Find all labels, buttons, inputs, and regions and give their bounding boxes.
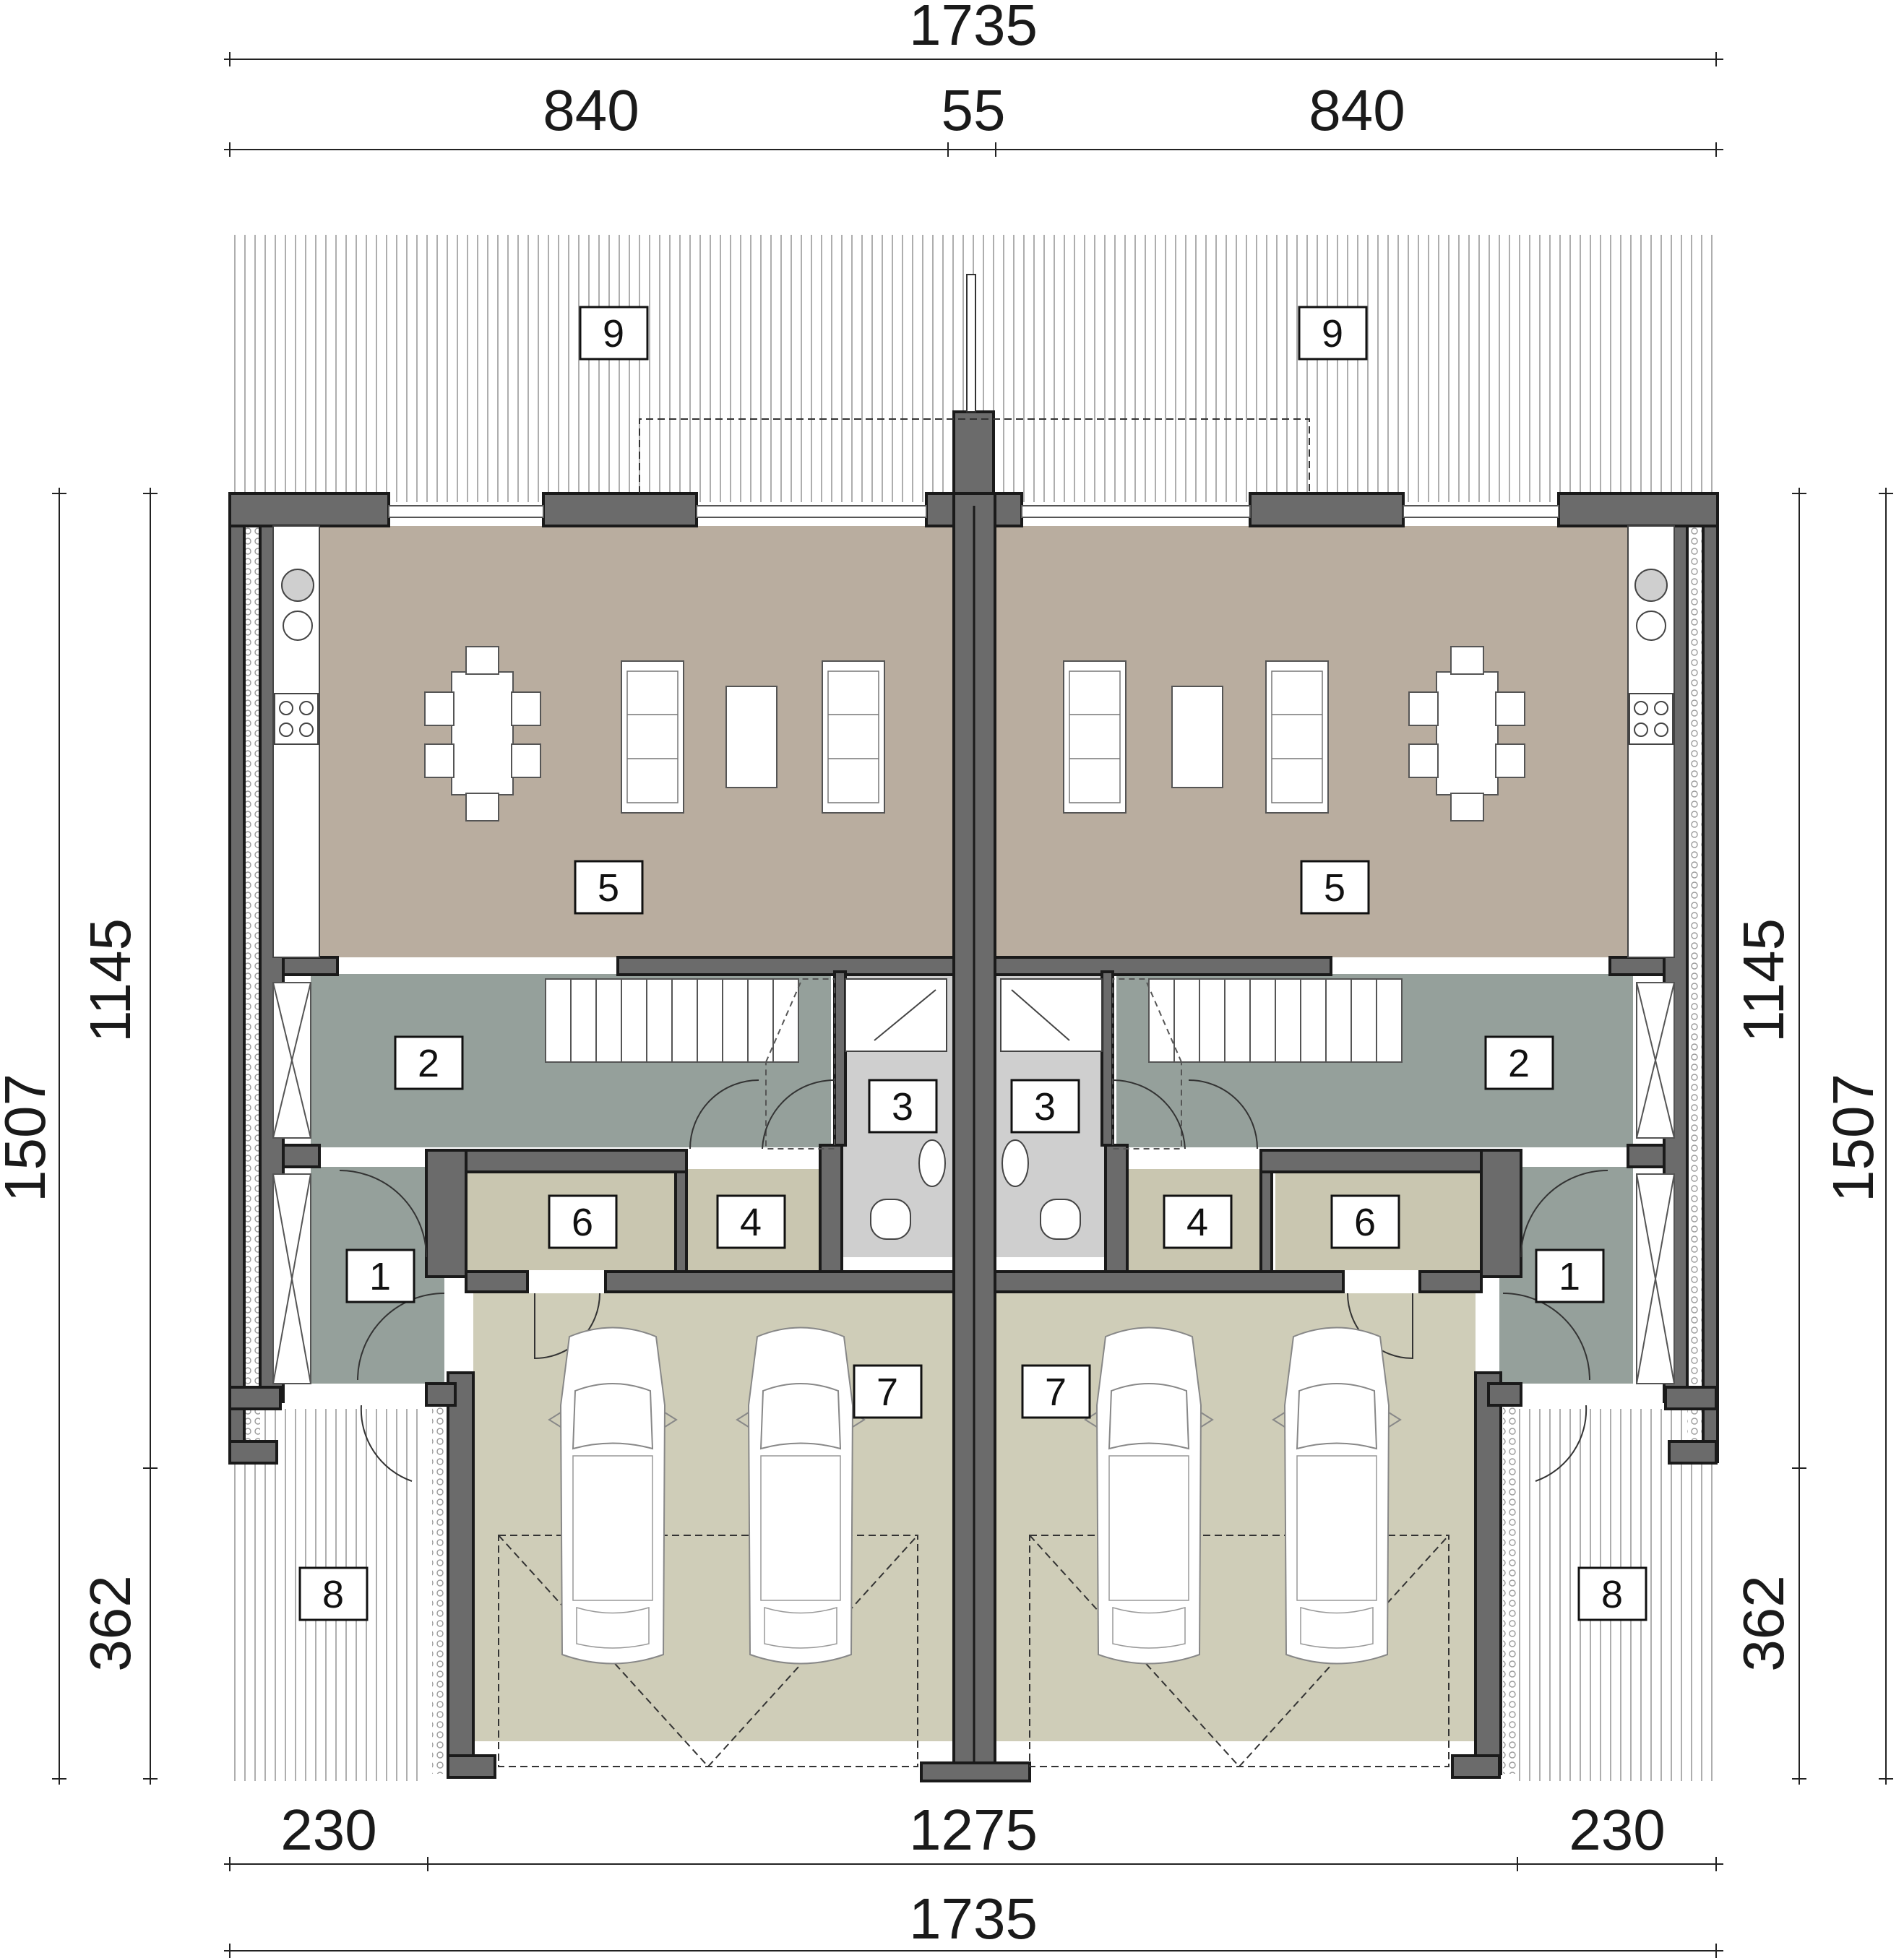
- dim-bottom-mid: 1275: [909, 1798, 1038, 1862]
- dim-right-upper: 1145: [1731, 918, 1796, 1043]
- furniture-left: [424, 646, 885, 821]
- room-2-left-label: 2: [418, 1042, 439, 1085]
- room-7-right-label: 7: [1045, 1371, 1067, 1414]
- door-swings: [339, 1079, 1608, 1482]
- insulation-garage-right: [1503, 1384, 1519, 1774]
- room-9-left-label: 9: [603, 312, 624, 355]
- terrace-pergola-outline: [639, 418, 1310, 493]
- insulation-garage-left: [432, 1384, 448, 1774]
- car-left-2: [736, 1327, 865, 1665]
- kitchen-left: [272, 525, 320, 958]
- wc-left-fixtures: [845, 978, 947, 1240]
- room-7-left-label: 7: [876, 1371, 898, 1414]
- dim-left-upper: 1145: [78, 918, 142, 1043]
- room-9-right-label: 9: [1322, 312, 1343, 355]
- room-1-right-label: 1: [1559, 1255, 1580, 1298]
- room-3-right-label: 3: [1034, 1085, 1056, 1129]
- dim-right-outer: 1507: [1821, 1074, 1885, 1202]
- room-5-left-label: 5: [598, 866, 619, 910]
- dim-left-outer: 1507: [0, 1074, 57, 1202]
- car-left-1: [548, 1327, 677, 1665]
- chimney-cap: [966, 274, 976, 413]
- dim-top-mid: 55: [942, 78, 1006, 142]
- furniture-right: [1063, 646, 1525, 821]
- room-6-left-label: 6: [572, 1201, 593, 1244]
- wc-right-fixtures: [1000, 978, 1103, 1240]
- room-5-right-label: 5: [1324, 866, 1345, 910]
- dim-top-right: 840: [1309, 78, 1405, 142]
- wardrobes: [272, 982, 1675, 1384]
- room-6-right-label: 6: [1354, 1201, 1376, 1244]
- insulation-left: [244, 506, 260, 1452]
- dim-top-total: 1735: [909, 0, 1038, 57]
- dim-bottom-left: 230: [280, 1798, 376, 1862]
- car-right-1: [1085, 1327, 1213, 1665]
- car-right-2: [1272, 1327, 1401, 1665]
- stairs-left: [545, 978, 835, 1150]
- stairs-right: [1112, 978, 1403, 1150]
- room-4-left-label: 4: [740, 1201, 762, 1244]
- room-labels: 9 9 5 5 2 2 3 3 6 4 4 6 1 1 7 7 8 8: [298, 306, 1647, 1621]
- room-1-left-label: 1: [369, 1255, 391, 1298]
- dim-bottom-total: 1735: [909, 1886, 1038, 1951]
- dim-left-lower: 362: [78, 1575, 142, 1671]
- room-3-left-label: 3: [892, 1085, 913, 1129]
- room-8-left-label: 8: [322, 1573, 344, 1616]
- room-2-right-label: 2: [1508, 1042, 1530, 1085]
- windows-top: [388, 505, 1559, 518]
- dimension-lines: [52, 52, 1893, 1958]
- room-4-right-label: 4: [1186, 1201, 1208, 1244]
- garage-left-floor: [473, 1293, 954, 1741]
- dim-right-lower: 362: [1731, 1575, 1796, 1671]
- garage-right-floor: [995, 1293, 1476, 1741]
- dim-bottom-right: 230: [1569, 1798, 1665, 1862]
- insulation-right: [1687, 506, 1703, 1452]
- kitchen-right: [1627, 525, 1675, 958]
- dim-top-left: 840: [543, 78, 639, 142]
- room-8-right-label: 8: [1601, 1573, 1623, 1616]
